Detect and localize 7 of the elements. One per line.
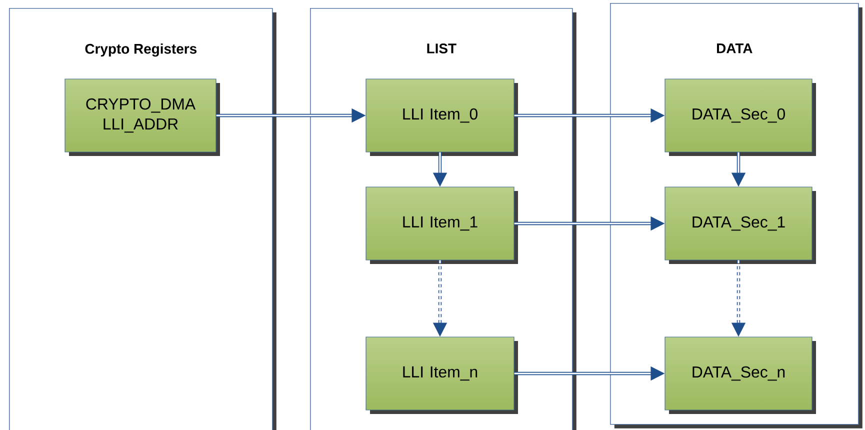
process-box: LLI Item_1 <box>366 186 518 264</box>
process-box: DATA_Sec_n <box>664 336 816 414</box>
process-box: DATA_Sec_0 <box>664 78 816 156</box>
process-box: LLI Item_n <box>366 336 518 414</box>
process-box: LLI Item_0 <box>366 78 518 156</box>
process-box: DATA_Sec_1 <box>664 186 816 264</box>
process-box: CRYPTO_DMA LLI_ADDR <box>64 78 220 156</box>
